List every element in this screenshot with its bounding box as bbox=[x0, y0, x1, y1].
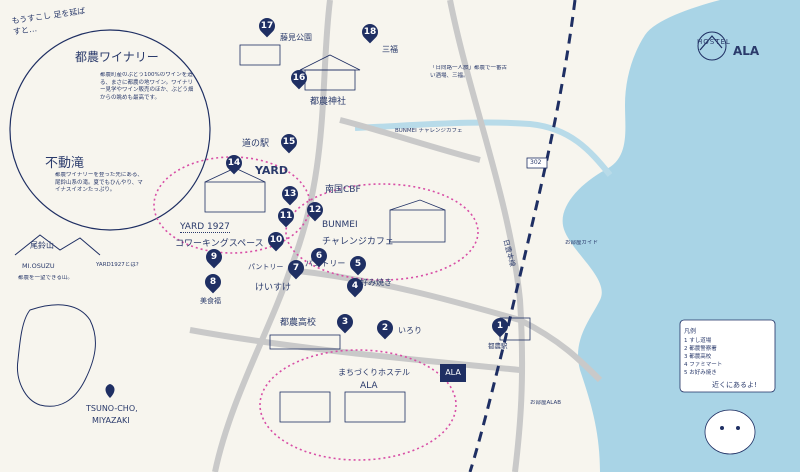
legend-box bbox=[679, 319, 776, 393]
marker-number: 16 bbox=[292, 73, 306, 83]
marker-number: 7 bbox=[292, 263, 300, 273]
legend-item: 2 都農警察署 bbox=[684, 346, 717, 352]
marker-number: 13 bbox=[283, 189, 297, 199]
hostel-logo-ring bbox=[697, 31, 727, 61]
ala-note: お部屋ALAB bbox=[530, 400, 561, 406]
location-label-8: 美食福 bbox=[200, 297, 221, 305]
yard-sub-label: コワーキングスペース bbox=[175, 239, 264, 249]
tsuno-pin bbox=[105, 384, 115, 398]
location-marker-9[interactable]: 9 bbox=[202, 245, 226, 269]
hostel-brand-name: ALA bbox=[733, 44, 760, 58]
winery-label: 都農ワイナリー bbox=[75, 50, 159, 64]
pantry-sign: パントリー bbox=[248, 263, 284, 271]
mountain-en-label: MI.OSUZU bbox=[22, 262, 55, 270]
come-see-label: 近くにあるよ! bbox=[712, 381, 757, 389]
marker-number: 12 bbox=[308, 205, 322, 215]
location-marker-7[interactable]: 7 bbox=[284, 256, 308, 280]
route-302-label: 302 bbox=[530, 159, 542, 166]
location-marker-11[interactable]: 11 bbox=[274, 204, 298, 228]
location-label-18: 三福 bbox=[382, 45, 398, 54]
marker-number: 15 bbox=[282, 137, 296, 147]
marker-number: 5 bbox=[354, 259, 362, 269]
hostel-flag-marker[interactable]: ALA bbox=[440, 364, 466, 382]
location-marker-12[interactable]: 12 bbox=[303, 198, 327, 222]
marker-number: 18 bbox=[363, 27, 377, 37]
location-marker-4[interactable]: 4 bbox=[343, 274, 367, 298]
hostel-logo-mark bbox=[699, 35, 723, 51]
yard-note: YARD1927とは? bbox=[96, 262, 139, 268]
location-marker-8[interactable]: 8 bbox=[201, 270, 225, 294]
marker-number: 9 bbox=[210, 252, 218, 262]
yard-label: YARD 1927 bbox=[180, 222, 230, 233]
yard-logo-label: YARD bbox=[255, 164, 289, 177]
marker-number: 17 bbox=[260, 21, 274, 31]
location-label-15: 道の駅 bbox=[242, 139, 270, 149]
bunmei-note: BUNMEI チャレンジカフェ bbox=[395, 128, 463, 134]
waterfall-label: 不動滝 bbox=[45, 156, 85, 171]
legend-item: 5 お好み焼き bbox=[684, 370, 717, 376]
hostel-street-label: まちづくりホステル bbox=[338, 368, 410, 377]
location-marker-16[interactable]: 16 bbox=[287, 66, 311, 90]
marker-number: 6 bbox=[315, 251, 323, 261]
location-label-16: 都農神社 bbox=[310, 97, 347, 107]
location-label-17: 藤見公園 bbox=[280, 33, 312, 42]
location-marker-3[interactable]: 3 bbox=[333, 310, 357, 334]
location-marker-17[interactable]: 17 bbox=[255, 14, 279, 38]
marker-number: 4 bbox=[351, 281, 359, 291]
miyazaki-en-label: MIYAZAKI bbox=[92, 416, 130, 425]
tsuno-en-label: TSUNO-CHO, bbox=[86, 404, 138, 413]
mountain-label: 尾鈴山 bbox=[30, 241, 54, 250]
building-sketches bbox=[204, 44, 531, 423]
location-label-5: お好み焼き bbox=[352, 278, 392, 287]
marker-number: 8 bbox=[209, 277, 217, 287]
day-note: 「日向路一人旅」都農で一番古い酒場、三福。 bbox=[430, 65, 508, 79]
location-label-3: 都農高校 bbox=[280, 318, 317, 328]
marker-number: 3 bbox=[341, 317, 349, 327]
mountain-note: 都農を一望できる山。 bbox=[18, 275, 73, 281]
legend-title: 凡例 bbox=[684, 328, 697, 335]
winery-note: 都農町産のぶどう100%のワインを造る、まさに都農の地ワイン。ワイナリー見学やワ… bbox=[100, 72, 194, 101]
marker-number: 11 bbox=[279, 211, 293, 221]
hostel-room-note: お部屋ガイド bbox=[565, 240, 599, 246]
location-marker-18[interactable]: 18 bbox=[358, 20, 382, 44]
marker-number: 10 bbox=[269, 235, 283, 245]
railway-line bbox=[468, 0, 577, 472]
dog-illustration bbox=[704, 409, 756, 455]
river bbox=[354, 119, 613, 177]
kyushu-outline bbox=[16, 304, 96, 407]
bunmei-sub-label: チャレンジカフェ bbox=[322, 237, 394, 247]
legend-item: 4 ファミマート bbox=[684, 362, 723, 368]
marker-number: 14 bbox=[227, 158, 241, 168]
hostel-name-label: ALA bbox=[360, 381, 378, 391]
keisuke-label: けいすけ bbox=[255, 283, 292, 293]
bunmei-label: BUNMEI bbox=[322, 220, 358, 230]
location-marker-5[interactable]: 5 bbox=[346, 252, 370, 276]
station-label: 都農駅 bbox=[488, 342, 508, 350]
legend-item: 3 都農高校 bbox=[684, 354, 712, 360]
legend-item: 1 すし道場 bbox=[684, 338, 712, 344]
mountain-sketch bbox=[14, 234, 101, 256]
hostel-brand-top: HOSTEL bbox=[697, 38, 731, 46]
location-marker-10[interactable]: 10 bbox=[264, 228, 288, 252]
marker-number: 2 bbox=[381, 323, 389, 333]
location-label-2: いろり bbox=[398, 326, 422, 335]
location-marker-6[interactable]: 6 bbox=[307, 244, 331, 268]
waterfall-note: 都農ワイナリーを登った先にある、尾鈴山系の滝。夏でもひんやり、マイナスイオンたっ… bbox=[55, 172, 143, 193]
location-marker-1[interactable]: 1 bbox=[488, 314, 512, 338]
location-marker-13[interactable]: 13 bbox=[278, 182, 302, 206]
location-marker-2[interactable]: 2 bbox=[373, 316, 397, 340]
excursion-circle bbox=[9, 29, 211, 231]
nango-label: 南国CBF bbox=[325, 185, 361, 195]
marker-number: 1 bbox=[496, 321, 504, 331]
location-marker-14[interactable]: 14 bbox=[222, 151, 246, 175]
route-302-sign bbox=[526, 157, 548, 169]
location-marker-15[interactable]: 15 bbox=[277, 130, 301, 154]
location-label-7: パントリー bbox=[305, 259, 346, 268]
